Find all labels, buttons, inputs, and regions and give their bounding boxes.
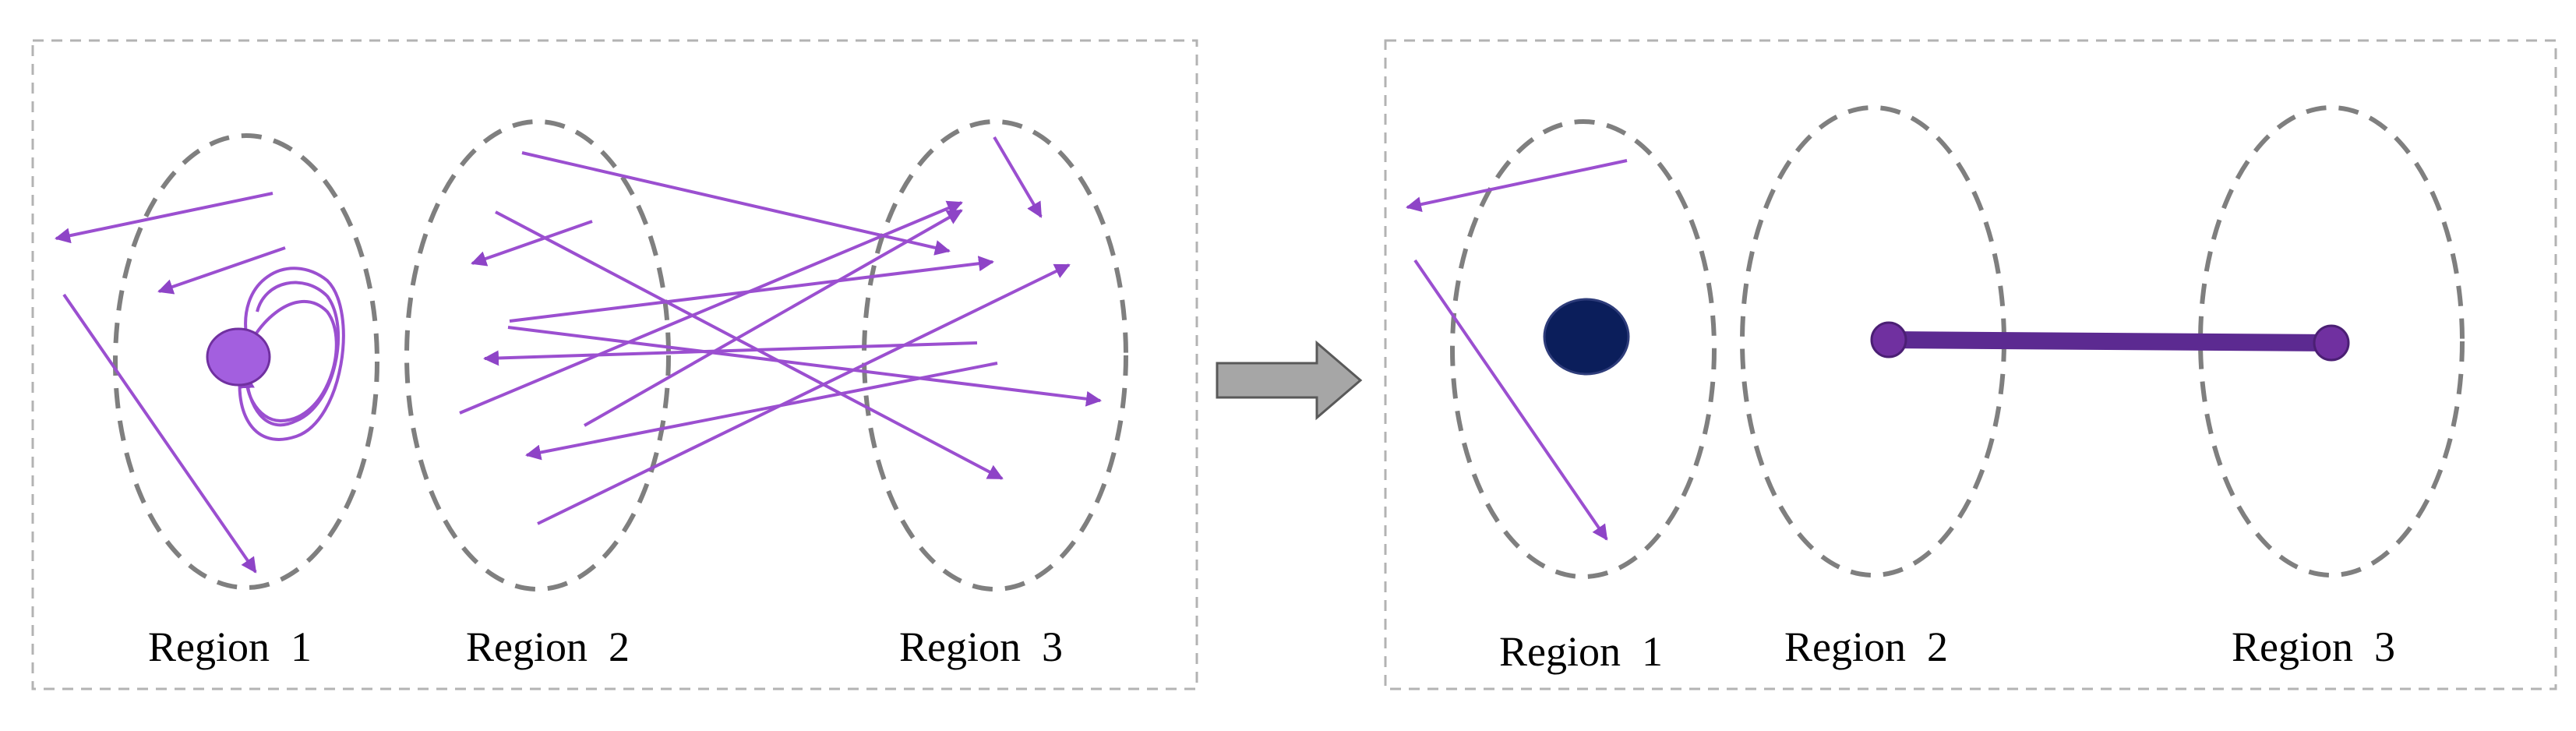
right-region-1-trajectories <box>1406 159 1630 541</box>
trajectory-arrow <box>993 136 1043 218</box>
trajectory-arrow <box>471 220 593 267</box>
stay-point-icon <box>206 327 271 387</box>
left-cross-region-trajectories <box>459 136 1102 525</box>
region-link <box>1870 321 2350 362</box>
trajectory-arrow <box>521 151 951 256</box>
trajectory-arrow <box>157 246 286 295</box>
stay-point-icon <box>1543 298 1630 376</box>
left-region-1-ellipse <box>113 133 379 590</box>
trajectory-arrow <box>507 326 1102 407</box>
trajectory-arrow <box>495 210 1004 480</box>
link-endpoint-icon <box>1870 321 1907 358</box>
trajectory-arrow <box>1413 259 1608 541</box>
link-endpoint-icon <box>2313 324 2350 362</box>
right-region-2-label: Region 2 <box>1784 623 1948 670</box>
left-region-2-ellipse <box>404 119 671 592</box>
right-arrow-icon <box>1216 340 1363 421</box>
left-panel-frame <box>31 39 1198 690</box>
left-region-1-trajectories <box>55 192 345 574</box>
right-region-1-ellipse <box>1450 119 1717 579</box>
trajectory-arrow <box>584 209 963 427</box>
trajectory-arrow <box>459 200 963 415</box>
right-region-1-label: Region 1 <box>1499 628 1663 675</box>
trajectory-arrow <box>483 341 978 366</box>
right-panel-frame <box>1384 39 2557 690</box>
loop-trajectory <box>238 281 341 427</box>
link-bar <box>1880 331 2340 351</box>
trajectory-arrow <box>537 263 1071 525</box>
trajectory-arrow <box>55 192 273 244</box>
trajectory-arrow <box>509 256 994 323</box>
right-panel: Region 1 Region 2 Region 3 <box>1384 39 2557 690</box>
right-region-3-label: Region 3 <box>2232 623 2395 670</box>
trajectory-arrow <box>525 362 998 461</box>
left-region-1-label: Region 1 <box>148 623 312 670</box>
left-region-3-ellipse <box>862 119 1128 592</box>
left-panel: Region 1 Region 2 Region 3 <box>31 39 1198 690</box>
right-region-3-ellipse <box>2198 105 2465 577</box>
trajectory-arrow <box>62 293 257 574</box>
left-region-3-label: Region 3 <box>899 623 1063 670</box>
trajectory-arrow <box>1406 159 1628 213</box>
left-region-2-label: Region 2 <box>466 623 630 670</box>
